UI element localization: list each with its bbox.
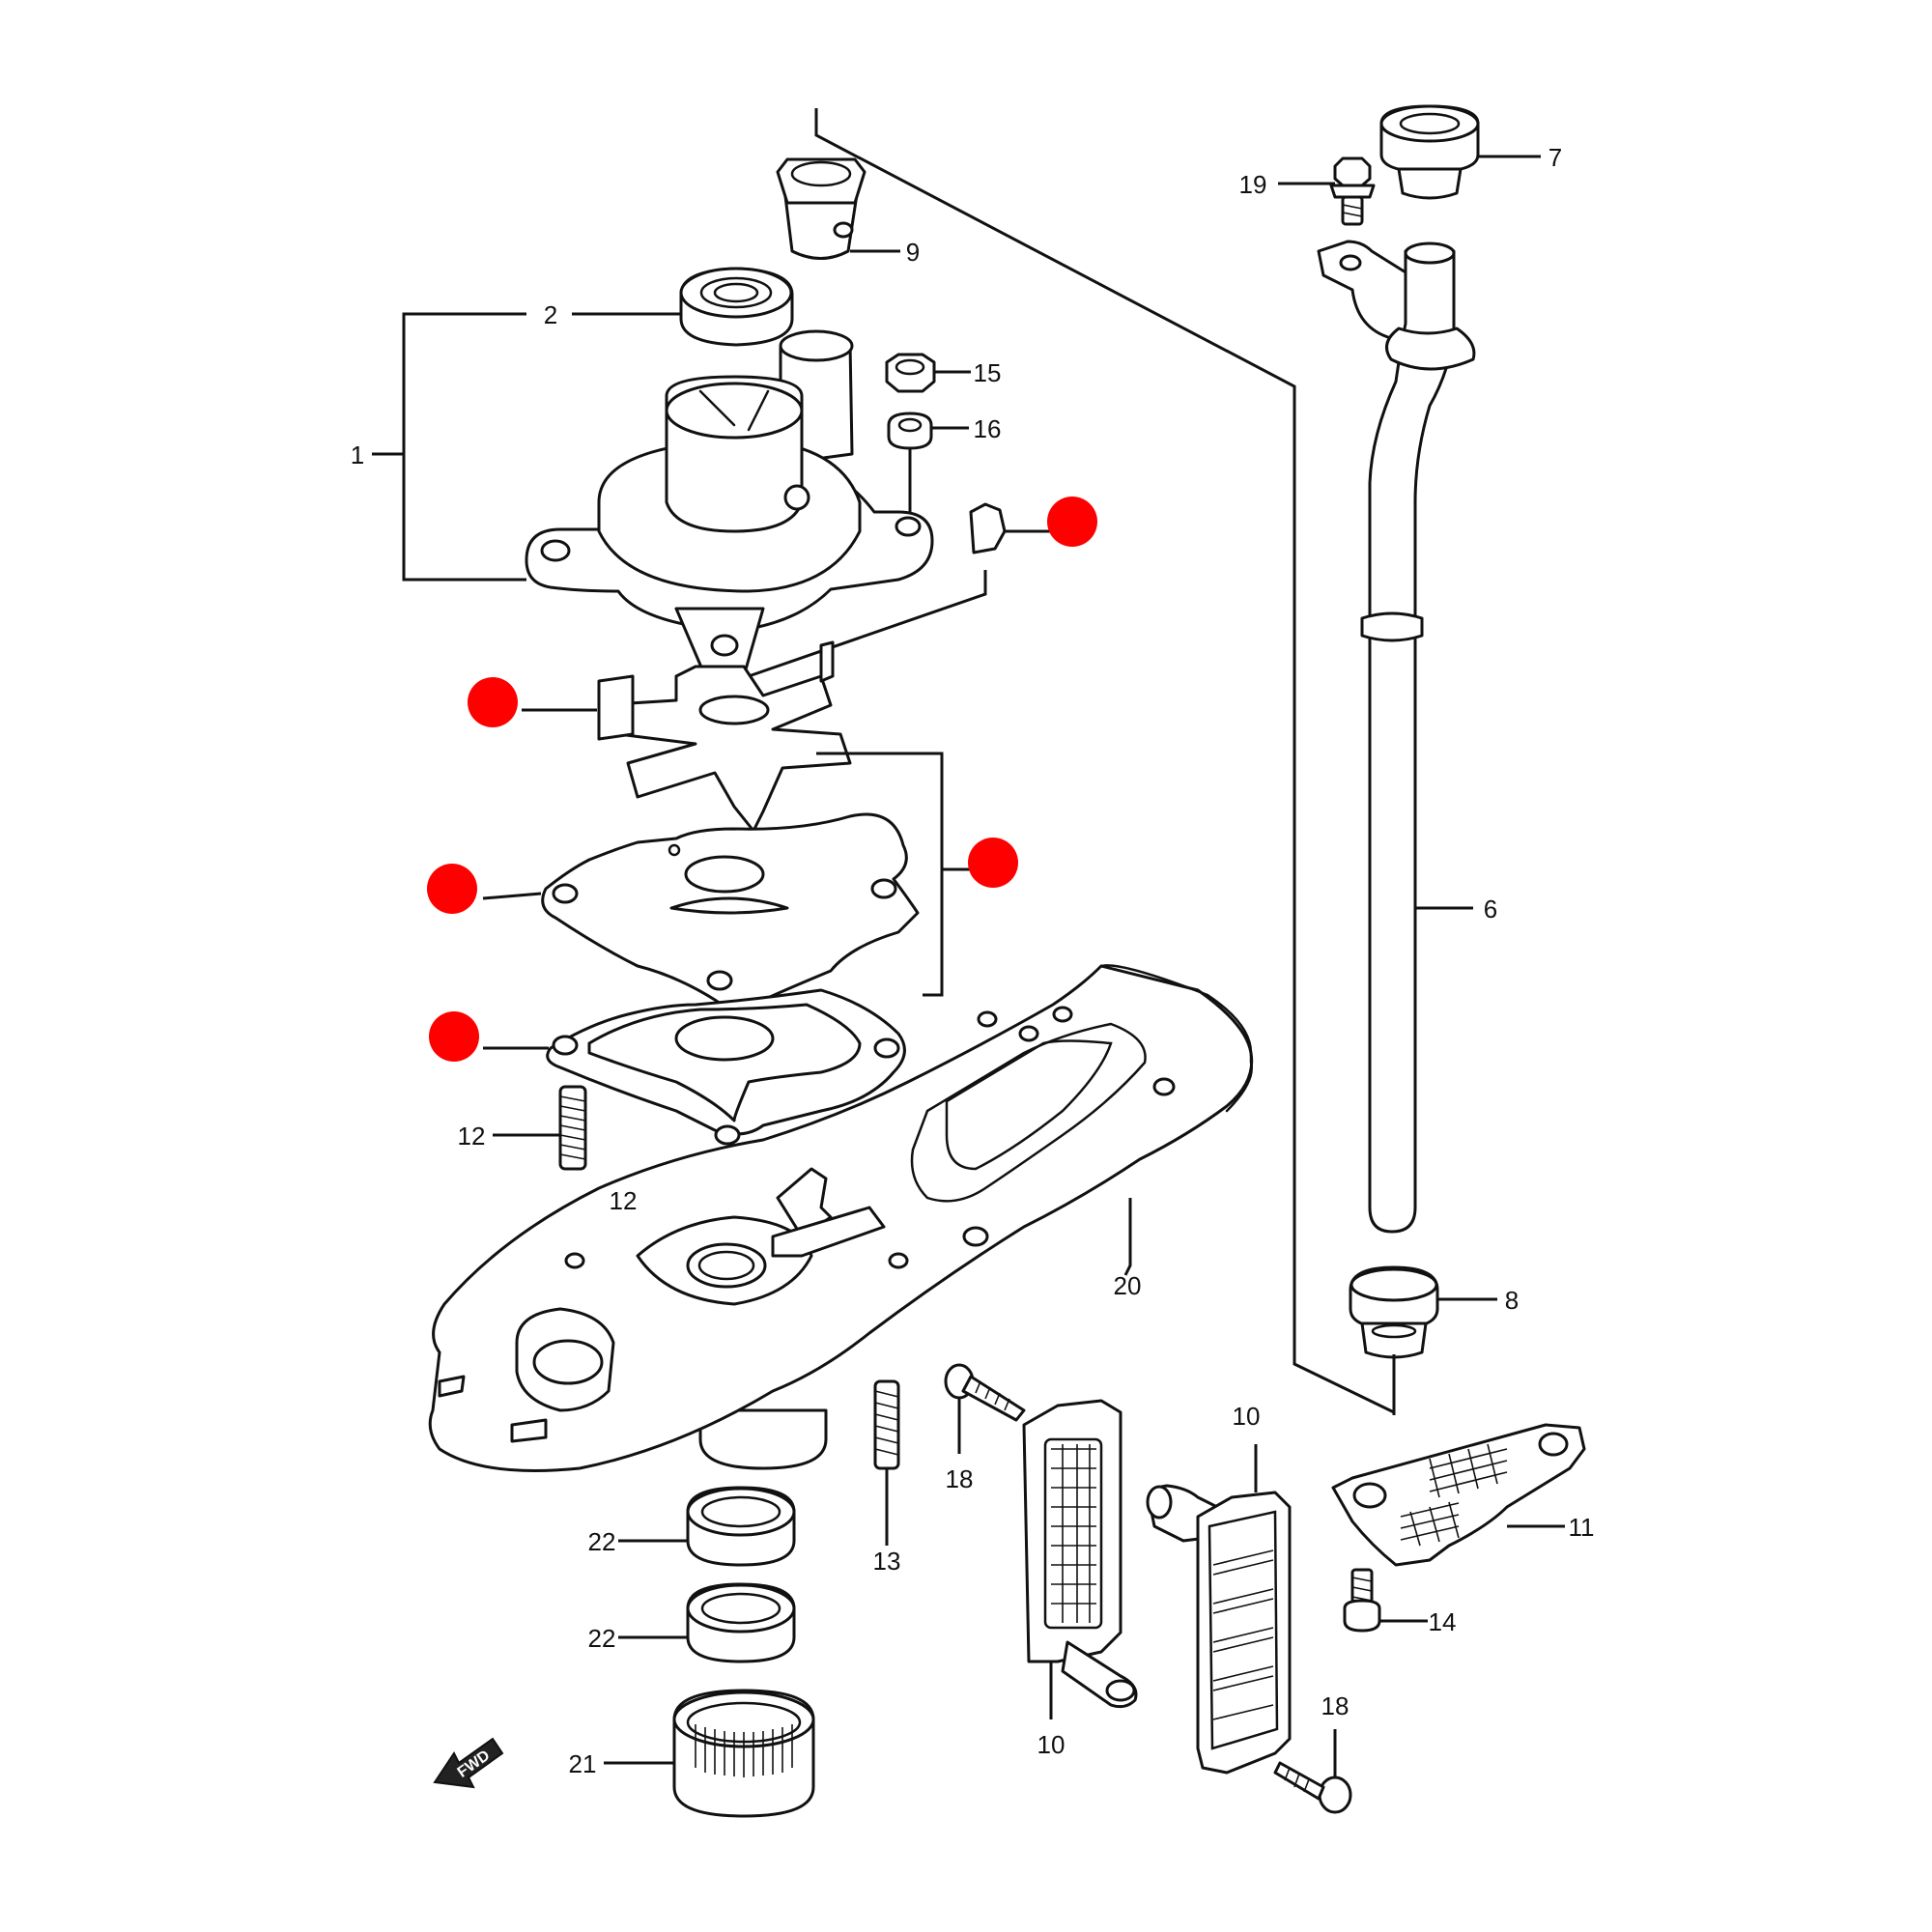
stud-part-13 [873,1379,900,1470]
nut-part-15 [885,353,936,393]
callout-1: 1 [351,440,364,469]
seal-part-22-upper [686,1486,796,1567]
marker-dot-liner-plate [427,864,477,914]
callout-18a: 18 [946,1464,974,1493]
bolt-part-19 [1329,156,1376,226]
callout-9: 9 [906,238,920,267]
callout-22b: 22 [588,1624,616,1653]
marker-dot-liner-kit [968,838,1018,888]
screw-part-18-upper [944,1363,1026,1422]
plate-part-20 [428,964,1254,1472]
callout-7: 7 [1548,143,1562,172]
marker-dot-gasket [429,1011,479,1062]
pump-housing-part-1 [525,329,934,678]
water-pipe-part-6 [1317,240,1476,1234]
grommet-part-8 [1349,1265,1439,1359]
assembly-bracket-right [814,108,1395,1414]
callout-12b: 12 [610,1186,638,1215]
screen-part-10-left [1022,1399,1138,1709]
callout-18b: 18 [1321,1691,1350,1720]
gasket-part [546,988,906,1146]
seal-part-2 [679,267,794,347]
screw-part-14 [1343,1568,1381,1633]
callout-11: 11 [1569,1513,1595,1542]
key-part [969,502,1007,554]
callout-13: 13 [873,1547,901,1576]
liner-plate-part [541,812,920,1010]
callout-12a: 12 [458,1122,486,1151]
screen-part-10-right [1146,1484,1292,1775]
callout-20: 20 [1114,1271,1142,1300]
callout-10a: 10 [1233,1402,1261,1431]
mesh-plate-part-11 [1331,1423,1586,1567]
callout-22a: 22 [588,1527,616,1556]
callout-6: 6 [1484,895,1497,923]
callout-10b: 10 [1037,1730,1065,1759]
impeller-part [597,640,852,833]
callout-16: 16 [974,414,1002,443]
marker-dot-impeller [468,677,518,727]
washer-part-16 [887,412,933,450]
bearing-part-21 [672,1689,815,1818]
callout-21: 21 [569,1749,597,1778]
marker-dot-key [1047,497,1097,547]
callout-14: 14 [1429,1607,1457,1636]
screw-part-18-lower [1273,1761,1352,1814]
highlight-markers [427,497,1097,1062]
callout-19: 19 [1239,170,1267,199]
callout-8: 8 [1505,1286,1519,1315]
assembly-bracket-1 [402,312,526,582]
seal-part-22-lower [686,1582,796,1663]
bushing-part-9 [776,157,867,260]
callout-2: 2 [544,300,557,329]
callout-15: 15 [974,358,1002,387]
grommet-part-7 [1379,104,1480,200]
stud-part-12-upper [558,1085,587,1171]
forward-direction-arrow: FWD [433,1737,504,1789]
